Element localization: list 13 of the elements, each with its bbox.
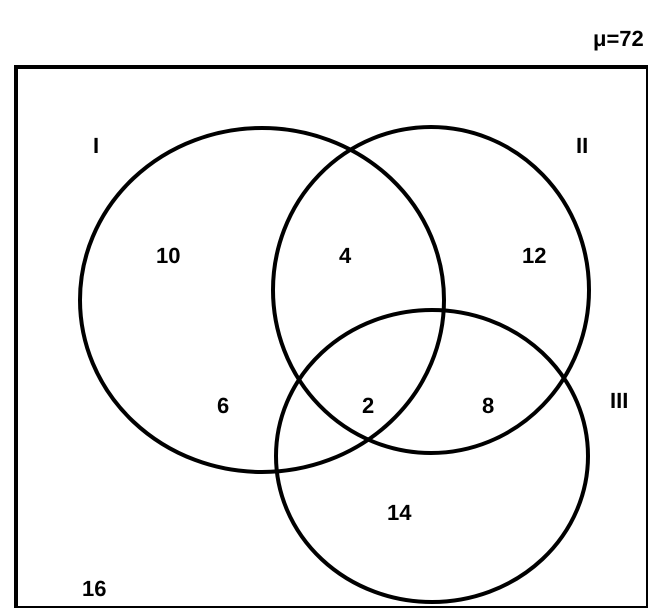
region-count: 16 bbox=[82, 578, 106, 600]
set-label: II bbox=[576, 135, 588, 157]
set-label: III bbox=[610, 390, 628, 412]
region-count: 2 bbox=[362, 395, 374, 417]
total-label: μ=72 bbox=[593, 28, 644, 50]
region-count: 14 bbox=[387, 502, 412, 524]
region-count: 6 bbox=[217, 395, 230, 417]
region-count: 12 bbox=[522, 245, 546, 267]
universe-rectangle bbox=[14, 65, 648, 608]
set-label: I bbox=[93, 135, 100, 157]
region-count: 10 bbox=[156, 245, 180, 267]
region-count: 4 bbox=[339, 245, 352, 267]
region-count: 8 bbox=[482, 395, 494, 417]
